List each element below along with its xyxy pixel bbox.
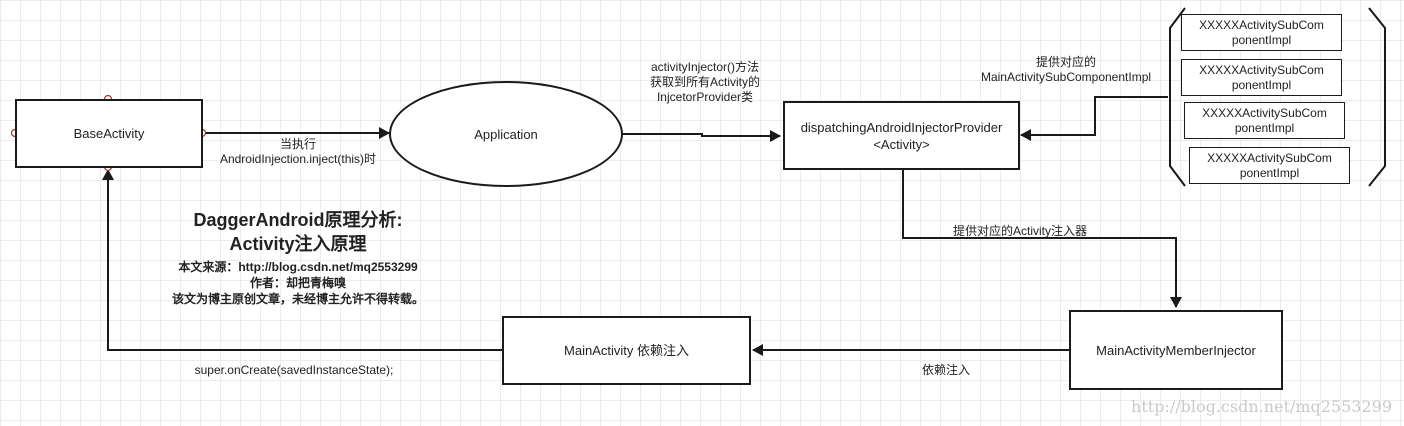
edge-subcomponents-to-provider [1020, 96, 1168, 141]
member-injector-label: MainActivityMemberInjector [1096, 342, 1256, 358]
main-activity-label: MainActivity 依赖注入 [564, 343, 689, 358]
subcomponent-bracket-right [1368, 7, 1386, 187]
edge-label-application-to-provider: activityInjector()方法 获取到所有Activity的 Injc… [630, 60, 780, 105]
application-node[interactable]: Application [389, 81, 623, 187]
edge-label-member-injector-to-main-activity: 依赖注入 [906, 363, 986, 378]
edge-label-line: MainActivitySubComponentImpl [980, 70, 1152, 84]
subcomponent-box[interactable]: XXXXXActivitySubCom ponentImpl [1181, 14, 1342, 51]
subcomponent-label-line2: ponentImpl [1239, 165, 1300, 180]
edge-label-line: 当执行 [279, 137, 316, 151]
watermark: http://blog.csdn.net/mq2553299 [1131, 397, 1392, 416]
subcomponent-label-line1: XXXXXActivitySubCom [1199, 17, 1324, 32]
copyright-note: 该文为博主原创文章，未经博主允许不得转载。 [171, 292, 424, 306]
edge-label-line: 依赖注入 [921, 363, 970, 377]
subcomponent-box[interactable]: XXXXXActivitySubCom ponentImpl [1189, 147, 1350, 184]
dispatching-provider-node[interactable]: dispatchingAndroidInjectorProvider <Acti… [783, 101, 1020, 170]
edge-label-line: InjcetorProvider类 [656, 90, 754, 104]
member-injector-node[interactable]: MainActivityMemberInjector [1069, 310, 1283, 390]
edge-label-base-to-application: 当执行 AndroidInjection.inject(this)时 [206, 137, 390, 167]
edge-label-line: 提供对应的Activity注入器 [952, 224, 1087, 238]
edge-provider-to-member-injector [902, 170, 1182, 308]
author-note: 作者：却把青梅嗅 [249, 276, 346, 290]
edge-label-provider-to-member-injector: 提供对应的Activity注入器 [935, 224, 1105, 239]
provider-label-line1: dispatchingAndroidInjectorProvider [800, 119, 1003, 135]
subcomponent-label-line2: ponentImpl [1231, 32, 1292, 47]
main-activity-node[interactable]: MainActivity 依赖注入 [502, 316, 751, 385]
edge-label-line: 获取到所有Activity的 [649, 75, 760, 89]
subcomponent-label-line2: ponentImpl [1234, 120, 1295, 135]
edge-application-to-provider [622, 130, 781, 142]
subcomponent-box[interactable]: XXXXXActivitySubCom ponentImpl [1184, 102, 1345, 139]
edge-label-subcomponents-to-provider: 提供对应的 MainActivitySubComponentImpl [966, 55, 1166, 85]
subcomponent-label-line2: ponentImpl [1231, 77, 1292, 92]
edge-main-activity-to-base-activity [102, 169, 502, 351]
source-note: 本文来源：http://blog.csdn.net/mq2553299 [178, 260, 418, 274]
edge-label-line: 提供对应的 [1035, 55, 1096, 69]
edge-label-line: super.onCreate(savedInstanceState); [194, 363, 394, 377]
subcomponent-label-line1: XXXXXActivitySubCom [1207, 150, 1332, 165]
base-activity-node[interactable]: BaseActivity [15, 99, 203, 168]
base-activity-label: BaseActivity [73, 126, 145, 141]
diagram-title-line2: Activity注入原理 [229, 234, 367, 254]
subcomponent-bracket-left [1169, 7, 1186, 187]
subcomponent-box[interactable]: XXXXXActivitySubCom ponentImpl [1181, 59, 1342, 96]
subcomponent-label-line1: XXXXXActivitySubCom [1202, 105, 1327, 120]
edge-label-main-activity-to-base-activity: super.onCreate(savedInstanceState); [168, 363, 420, 378]
edge-label-line: activityInjector()方法 [650, 60, 760, 74]
subcomponent-label-line1: XXXXXActivitySubCom [1199, 62, 1324, 77]
provider-label-line2: <Activity> [873, 136, 930, 152]
edge-label-line: AndroidInjection.inject(this)时 [219, 152, 377, 166]
diagram-title-line1: DaggerAndroid原理分析: [193, 210, 403, 230]
application-label: Application [474, 126, 538, 142]
